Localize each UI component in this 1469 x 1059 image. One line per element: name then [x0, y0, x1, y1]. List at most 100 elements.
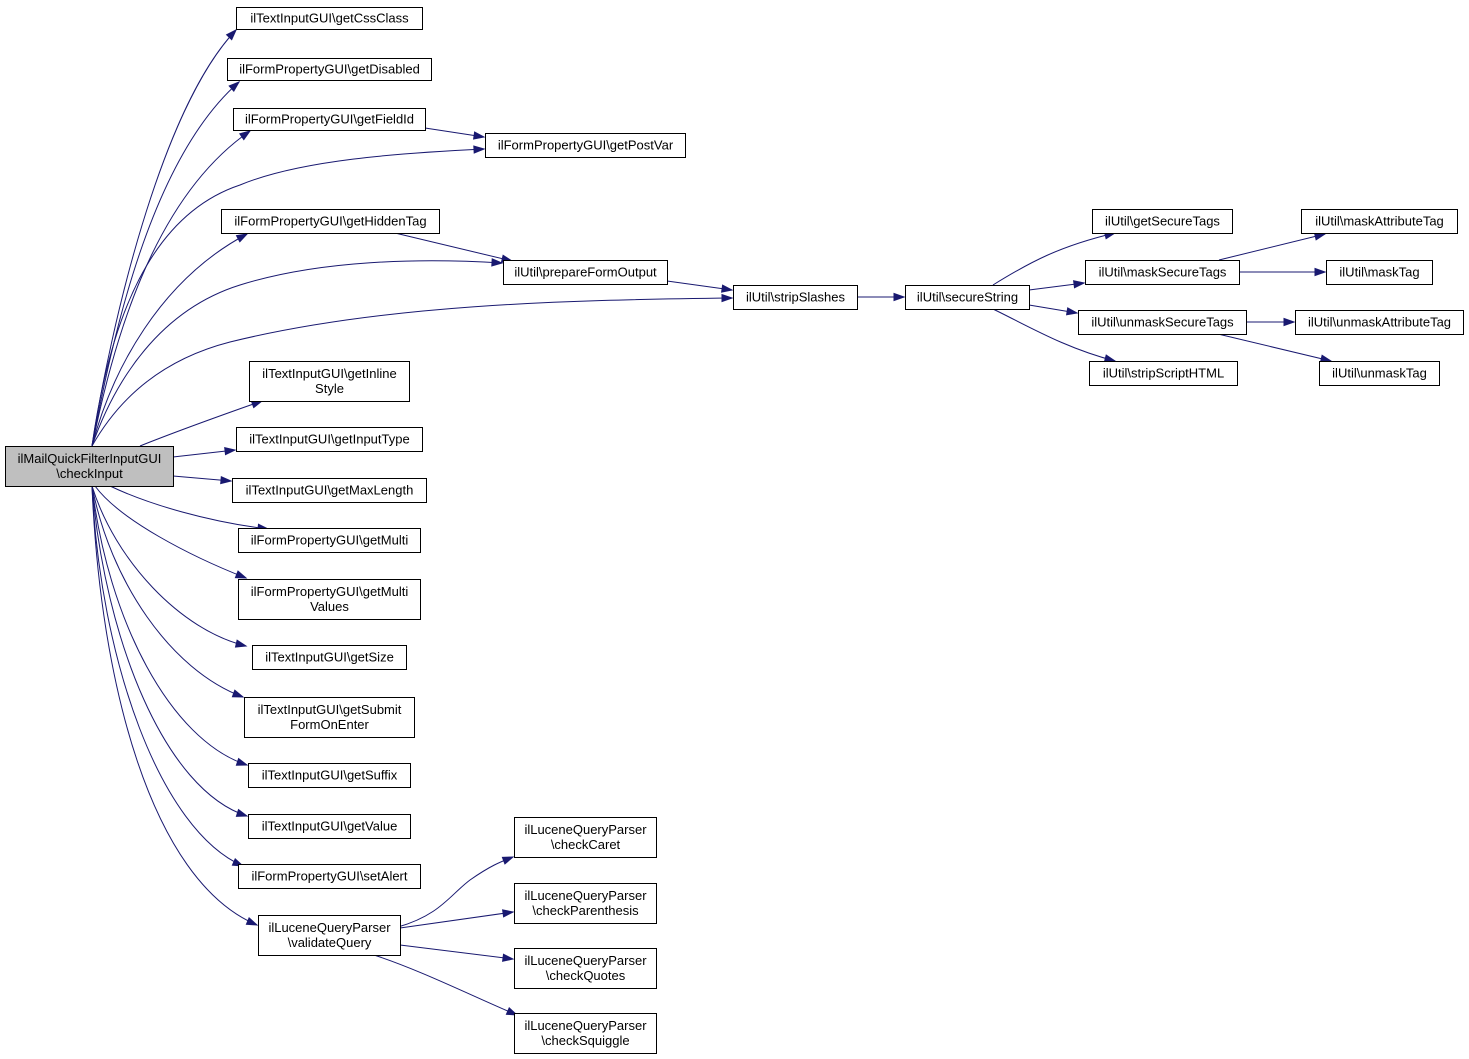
node-box — [905, 285, 1030, 310]
node-getSize[interactable]: ilTextInputGUI\getSize — [252, 645, 407, 670]
node-box — [733, 285, 858, 310]
node-box — [1295, 310, 1464, 335]
node-stripScriptHTML[interactable]: ilUtil\stripScriptHTML — [1089, 361, 1238, 386]
edge-secureString-to-unmaskSecureTags — [1028, 304, 1079, 316]
node-label: ilFormPropertyGUI\getMulti — [251, 533, 409, 548]
node-getMulti[interactable]: ilFormPropertyGUI\getMulti — [238, 528, 421, 553]
node-unmaskTag[interactable]: ilUtil\unmaskTag — [1319, 361, 1440, 386]
edge-root-to-getPostVar — [91, 145, 486, 447]
node-label: ilTextInputGUI\getValue — [262, 819, 398, 834]
node-box — [514, 948, 657, 989]
edge-line — [91, 485, 247, 647]
arrowhead-icon — [1103, 354, 1117, 363]
arrowhead-icon — [1065, 307, 1079, 316]
node-root[interactable]: ilMailQuickFilterInputGUI\checkInput — [5, 446, 174, 487]
node-getFieldId[interactable]: ilFormPropertyGUI\getFieldId — [233, 108, 426, 131]
edge-line — [139, 400, 263, 447]
edge-validateQuery-to-checkSquiggle — [373, 954, 519, 1016]
edge-root-to-getFieldId — [91, 130, 252, 447]
node-checkParenthesis[interactable]: ilLuceneQueryParser\checkParenthesis — [514, 883, 657, 924]
node-label: ilLuceneQueryParser — [524, 1018, 647, 1033]
node-unmaskSecureTags[interactable]: ilUtil\unmaskSecureTags — [1078, 310, 1247, 335]
node-getInputType[interactable]: ilTextInputGUI\getInputType — [236, 427, 423, 452]
node-label: ilUtil\secureString — [917, 290, 1018, 305]
node-box — [238, 528, 421, 553]
node-box — [1089, 361, 1238, 386]
node-label: ilUtil\unmaskTag — [1332, 366, 1427, 381]
node-label: ilTextInputGUI\getSuffix — [262, 768, 398, 783]
node-box — [233, 108, 426, 131]
node-getHiddenTag[interactable]: ilFormPropertyGUI\getHiddenTag — [221, 209, 440, 234]
node-box — [1326, 260, 1433, 285]
node-label: ilUtil\unmaskSecureTags — [1091, 315, 1234, 330]
edge-secureString-to-stripScriptHTML — [992, 308, 1117, 363]
node-label: ilFormPropertyGUI\getHiddenTag — [234, 214, 426, 229]
edge-line — [1217, 333, 1332, 362]
node-box — [232, 478, 427, 503]
node-setAlert[interactable]: ilFormPropertyGUI\setAlert — [238, 864, 421, 889]
arrowhead-icon — [501, 856, 515, 865]
edge-line — [666, 280, 733, 291]
node-box — [485, 133, 686, 158]
node-checkCaret[interactable]: ilLuceneQueryParser\checkCaret — [514, 817, 657, 858]
node-label: ilLuceneQueryParser — [524, 953, 647, 968]
node-box — [514, 817, 657, 858]
node-label: \validateQuery — [288, 935, 372, 950]
arrowhead-icon — [245, 917, 259, 926]
edge-line — [91, 485, 244, 698]
edge-root-to-prepareFormOutput — [91, 258, 504, 447]
node-getSuffix[interactable]: ilTextInputGUI\getSuffix — [248, 763, 411, 788]
arrowhead-icon — [502, 909, 515, 918]
arrowhead-icon — [225, 28, 238, 41]
edge-line — [91, 485, 248, 817]
node-maskAttributeTag[interactable]: ilUtil\maskAttributeTag — [1301, 209, 1458, 234]
edge-line — [91, 297, 733, 447]
arrowhead-icon — [235, 757, 249, 766]
node-getPostVar[interactable]: ilFormPropertyGUI\getPostVar — [485, 133, 686, 158]
node-label: ilUtil\unmaskAttributeTag — [1308, 315, 1451, 330]
edge-unmaskSecureTags-to-unmaskAttributeTag — [1246, 317, 1296, 327]
edge-line — [109, 485, 269, 530]
arrowhead-icon — [473, 145, 486, 154]
node-checkSquiggle[interactable]: ilLuceneQueryParser\checkSquiggle — [514, 1013, 657, 1054]
edge-line — [94, 485, 247, 579]
node-box — [1092, 209, 1233, 234]
node-label: ilUtil\stripSlashes — [746, 290, 845, 305]
node-label: \checkInput — [56, 466, 123, 481]
node-unmaskAttributeTag[interactable]: ilUtil\unmaskAttributeTag — [1295, 310, 1464, 335]
edge-line — [399, 944, 514, 960]
node-checkQuotes[interactable]: ilLuceneQueryParser\checkQuotes — [514, 948, 657, 989]
edge-root-to-getSubmitFormOnEnter — [91, 485, 245, 698]
node-secureString[interactable]: ilUtil\secureString — [905, 285, 1030, 310]
node-box — [1085, 260, 1240, 285]
node-getDisabled[interactable]: ilFormPropertyGUI\getDisabled — [227, 58, 432, 81]
edge-line — [91, 485, 248, 766]
node-getValue[interactable]: ilTextInputGUI\getValue — [248, 814, 411, 839]
edge-prepareFormOutput-to-stripSlashes — [666, 280, 734, 293]
node-getMaxLength[interactable]: ilTextInputGUI\getMaxLength — [232, 478, 427, 503]
node-label: ilFormPropertyGUI\getPostVar — [498, 138, 674, 153]
node-label: ilTextInputGUI\getSize — [265, 650, 394, 665]
node-label: FormOnEnter — [290, 717, 369, 732]
node-box — [503, 260, 668, 285]
node-validateQuery[interactable]: ilLuceneQueryParser\validateQuery — [258, 915, 401, 956]
edge-line — [992, 232, 1116, 286]
edges-layer — [91, 28, 1333, 1016]
node-label: ilLuceneQueryParser — [268, 920, 391, 935]
node-label: ilUtil\stripScriptHTML — [1103, 366, 1224, 381]
edge-root-to-stripSlashes — [91, 293, 734, 447]
arrowhead-icon — [220, 475, 233, 485]
node-getSecureTags[interactable]: ilUtil\getSecureTags — [1092, 209, 1233, 234]
node-maskTag[interactable]: ilUtil\maskTag — [1326, 260, 1433, 285]
node-stripSlashes[interactable]: ilUtil\stripSlashes — [733, 285, 858, 310]
node-box — [248, 814, 411, 839]
node-label: ilUtil\getSecureTags — [1105, 214, 1220, 229]
node-prepareFormOutput[interactable]: ilUtil\prepareFormOutput — [503, 260, 668, 285]
edge-root-to-getSuffix — [91, 485, 249, 766]
node-getCssClass[interactable]: ilTextInputGUI\getCssClass — [236, 7, 423, 30]
node-maskSecureTags[interactable]: ilUtil\maskSecureTags — [1085, 260, 1240, 285]
